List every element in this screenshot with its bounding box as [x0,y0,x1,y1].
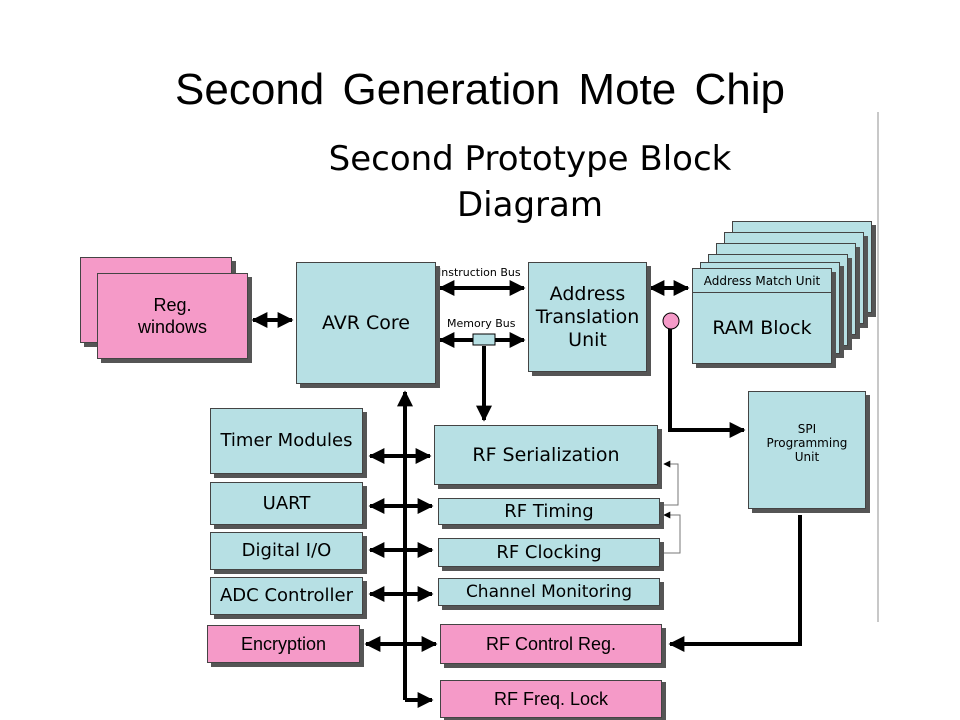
rf-clocking-block: RF Clocking [438,538,660,567]
reg-windows-block: Reg. windows [97,273,248,359]
slide-title: Second Generation Mote Chip [175,65,785,114]
wire-timing-to-serialization [663,460,679,506]
wire-ram-to-spi [668,322,746,438]
avr-core-block: AVR Core [296,262,436,384]
address-translation-block: Address Translation Unit [528,262,647,372]
diagram-title: Second Prototype Block Diagram [328,139,732,225]
wire-clocking-to-timing [663,511,681,554]
rf-control-reg-block: RF Control Reg. [440,624,662,664]
ram-connector-dot [662,312,680,330]
digital-io-block: Digital I/O [210,532,363,570]
instruction-bus-label: Instruction Bus [437,266,522,279]
wire-spi-to-rf-control [668,515,802,652]
timer-modules-block: Timer Modules [210,408,363,474]
uart-block: UART [210,482,363,525]
ram-block: Address Match Unit RAM Block [692,268,832,364]
memory-bus-label: Memory Bus [446,317,517,330]
address-match-unit-label: Address Match Unit [693,269,831,293]
rf-freq-lock-block: RF Freq. Lock [440,680,662,718]
memory-bus-junction [472,333,496,346]
rf-timing-block: RF Timing [438,498,660,525]
channel-monitoring-block: Channel Monitoring [438,578,660,606]
spi-programming-block: SPI Programming Unit [748,391,866,509]
rf-serialization-block: RF Serialization [434,425,658,485]
encryption-block: Encryption [207,625,360,663]
adc-controller-block: ADC Controller [210,577,363,615]
ram-block-label: RAM Block [712,317,812,339]
slide-divider [877,112,879,622]
